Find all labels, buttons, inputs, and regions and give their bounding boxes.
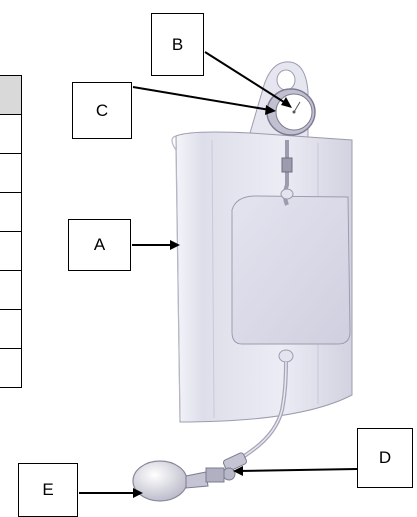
inflation-bulb — [132, 460, 225, 502]
arrow-c — [132, 86, 271, 111]
arrowhead-b — [281, 97, 292, 108]
gauge-tube — [280, 140, 294, 206]
leader-lines — [79, 51, 358, 498]
inflation-tube — [234, 361, 288, 464]
arrowhead-e — [133, 488, 143, 498]
release-valve — [222, 452, 248, 481]
label-a: A — [68, 219, 131, 271]
side-table-cell — [0, 348, 22, 388]
arrow-b — [204, 51, 288, 105]
arrowhead-d — [233, 466, 243, 476]
arrowhead-a — [170, 240, 180, 250]
bag-outlet-port — [278, 349, 294, 363]
pressure-gauge — [266, 88, 316, 136]
bag-pocket — [231, 195, 351, 345]
label-d: D — [357, 428, 413, 488]
arrowhead-c — [265, 105, 276, 115]
label-c: C — [72, 82, 132, 139]
label-b: B — [151, 13, 204, 76]
arrow-d — [237, 468, 358, 472]
label-e: E — [18, 463, 78, 517]
